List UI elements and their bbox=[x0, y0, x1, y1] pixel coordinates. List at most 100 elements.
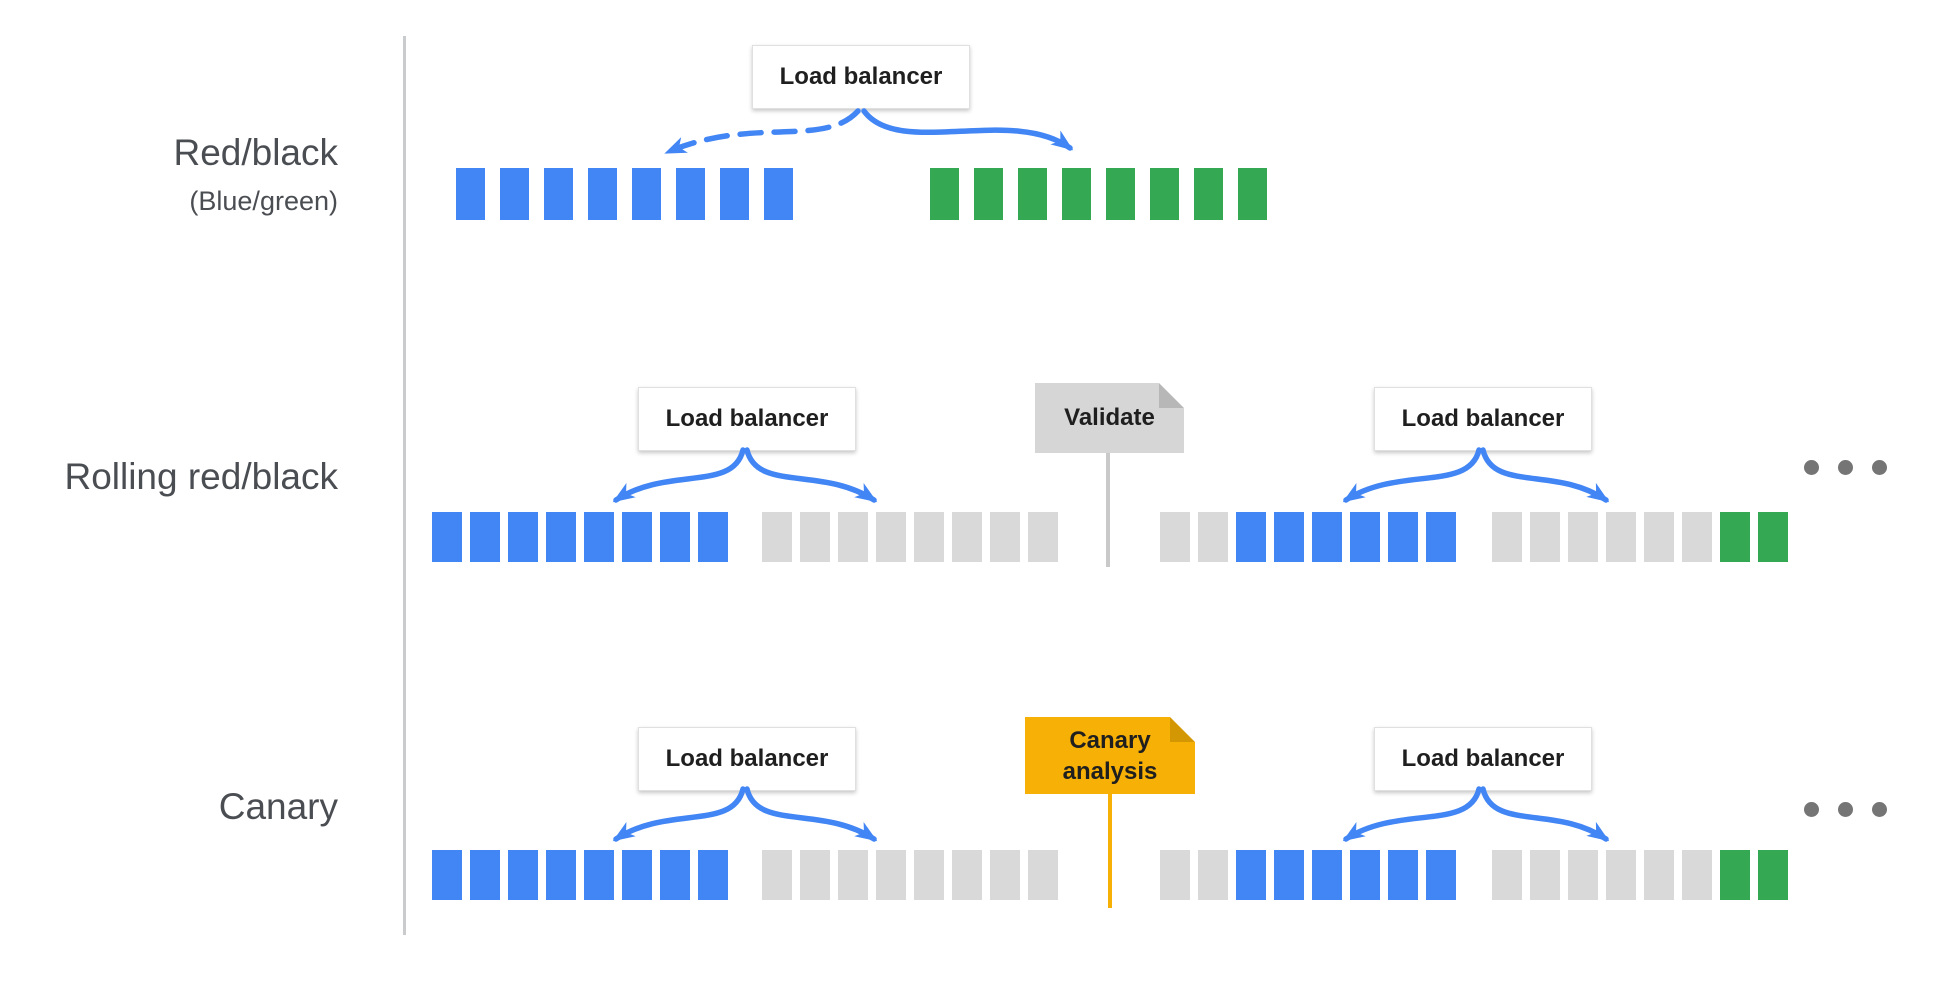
server-group-canary-new bbox=[1492, 850, 1788, 900]
gray-server-square bbox=[876, 512, 906, 562]
green-server-square bbox=[1150, 168, 1179, 220]
gray-server-square bbox=[1028, 512, 1058, 562]
ellipsis-dot-icon bbox=[1804, 460, 1819, 475]
arrow-dashed-old-traffic bbox=[664, 108, 861, 155]
ellipsis-dot-icon bbox=[1872, 802, 1887, 817]
gray-server-square bbox=[1198, 512, 1228, 562]
blue-server-square bbox=[584, 512, 614, 562]
gray-server-square bbox=[800, 850, 830, 900]
blue-server-square bbox=[660, 512, 690, 562]
green-server-square bbox=[1062, 168, 1091, 220]
row-sublabel-blue-green: (Blue/green) bbox=[189, 186, 338, 216]
load-balancer-box-canary-left: Load balancer bbox=[638, 727, 856, 791]
load-balancer-box-redblack: Load balancer bbox=[752, 45, 970, 109]
gray-server-square bbox=[762, 512, 792, 562]
ellipsis-dot-icon bbox=[1838, 802, 1853, 817]
blue-server-square bbox=[720, 168, 749, 220]
gray-server-square bbox=[1530, 512, 1560, 562]
server-group-rolling-draining bbox=[762, 512, 1058, 562]
gray-server-square bbox=[1568, 512, 1598, 562]
vertical-divider bbox=[403, 36, 406, 935]
green-server-square bbox=[1018, 168, 1047, 220]
green-server-square bbox=[1106, 168, 1135, 220]
gray-server-square bbox=[838, 512, 868, 562]
gray-server-square bbox=[1682, 850, 1712, 900]
server-group-rolling-new bbox=[1492, 512, 1788, 562]
validate-tag: Validate bbox=[1035, 383, 1184, 453]
ellipsis-canary bbox=[1804, 802, 1887, 817]
arrow-rolling-right-box-right bbox=[1480, 447, 1610, 503]
green-server-square bbox=[1720, 850, 1750, 900]
blue-server-square bbox=[1388, 512, 1418, 562]
load-balancer-box-rolling-left: Load balancer bbox=[638, 387, 856, 451]
gray-server-square bbox=[914, 850, 944, 900]
gray-server-square bbox=[1644, 512, 1674, 562]
blue-server-square bbox=[500, 168, 529, 220]
validate-pointer-line bbox=[1106, 453, 1110, 567]
blue-server-square bbox=[1350, 850, 1380, 900]
gray-server-square bbox=[1530, 850, 1560, 900]
green-server-square bbox=[1720, 512, 1750, 562]
gray-server-square bbox=[1682, 512, 1712, 562]
gray-server-square bbox=[1028, 850, 1058, 900]
canary-pointer-line bbox=[1108, 794, 1112, 908]
server-group-canary-active bbox=[432, 850, 728, 900]
blue-server-square bbox=[1236, 850, 1266, 900]
ellipsis-dot-icon bbox=[1872, 460, 1887, 475]
corner-fold-icon bbox=[1170, 717, 1195, 742]
arrow-canary-right-box-right bbox=[1480, 786, 1610, 842]
row-label-canary: Canary bbox=[218, 786, 338, 827]
blue-server-square bbox=[432, 850, 462, 900]
blue-server-square bbox=[508, 512, 538, 562]
blue-server-square bbox=[676, 168, 705, 220]
gray-server-square bbox=[800, 512, 830, 562]
gray-server-square bbox=[990, 850, 1020, 900]
ellipsis-dot-icon bbox=[1838, 460, 1853, 475]
gray-server-square bbox=[1606, 850, 1636, 900]
arrow-solid-new-traffic bbox=[861, 108, 1074, 151]
arrow-canary-left-box-left bbox=[612, 786, 746, 842]
arrow-canary-left-box-right bbox=[744, 786, 878, 842]
validate-label: Validate bbox=[1064, 404, 1155, 431]
row-label-rolling: Rolling red/black bbox=[64, 456, 338, 497]
blue-server-square bbox=[632, 168, 661, 220]
gray-server-square bbox=[838, 850, 868, 900]
green-server-square bbox=[930, 168, 959, 220]
ellipsis-dot-icon bbox=[1804, 802, 1819, 817]
arrow-rolling-left-box-left bbox=[612, 447, 746, 503]
server-group-rolling-transition bbox=[1160, 512, 1456, 562]
corner-fold-icon bbox=[1159, 383, 1184, 408]
server-group-redblack-old bbox=[456, 168, 793, 220]
green-server-square bbox=[1194, 168, 1223, 220]
blue-server-square bbox=[1312, 850, 1342, 900]
gray-server-square bbox=[914, 512, 944, 562]
gray-server-square bbox=[990, 512, 1020, 562]
server-group-canary-draining bbox=[762, 850, 1058, 900]
blue-server-square bbox=[432, 512, 462, 562]
blue-server-square bbox=[622, 850, 652, 900]
green-server-square bbox=[1238, 168, 1267, 220]
blue-server-square bbox=[1350, 512, 1380, 562]
blue-server-square bbox=[584, 850, 614, 900]
blue-server-square bbox=[698, 512, 728, 562]
gray-server-square bbox=[952, 850, 982, 900]
blue-server-square bbox=[764, 168, 793, 220]
blue-server-square bbox=[1274, 512, 1304, 562]
blue-server-square bbox=[508, 850, 538, 900]
green-server-square bbox=[1758, 850, 1788, 900]
gray-server-square bbox=[876, 850, 906, 900]
gray-server-square bbox=[1606, 512, 1636, 562]
server-group-canary-transition bbox=[1160, 850, 1456, 900]
blue-server-square bbox=[1274, 850, 1304, 900]
gray-server-square bbox=[1198, 850, 1228, 900]
arrow-canary-right-box-left bbox=[1342, 786, 1482, 842]
blue-server-square bbox=[546, 512, 576, 562]
server-group-redblack-new bbox=[930, 168, 1267, 220]
blue-server-square bbox=[660, 850, 690, 900]
gray-server-square bbox=[1644, 850, 1674, 900]
blue-server-square bbox=[1312, 512, 1342, 562]
blue-server-square bbox=[546, 850, 576, 900]
canary-analysis-label: Canary analysis bbox=[1062, 726, 1158, 785]
gray-server-square bbox=[1492, 512, 1522, 562]
